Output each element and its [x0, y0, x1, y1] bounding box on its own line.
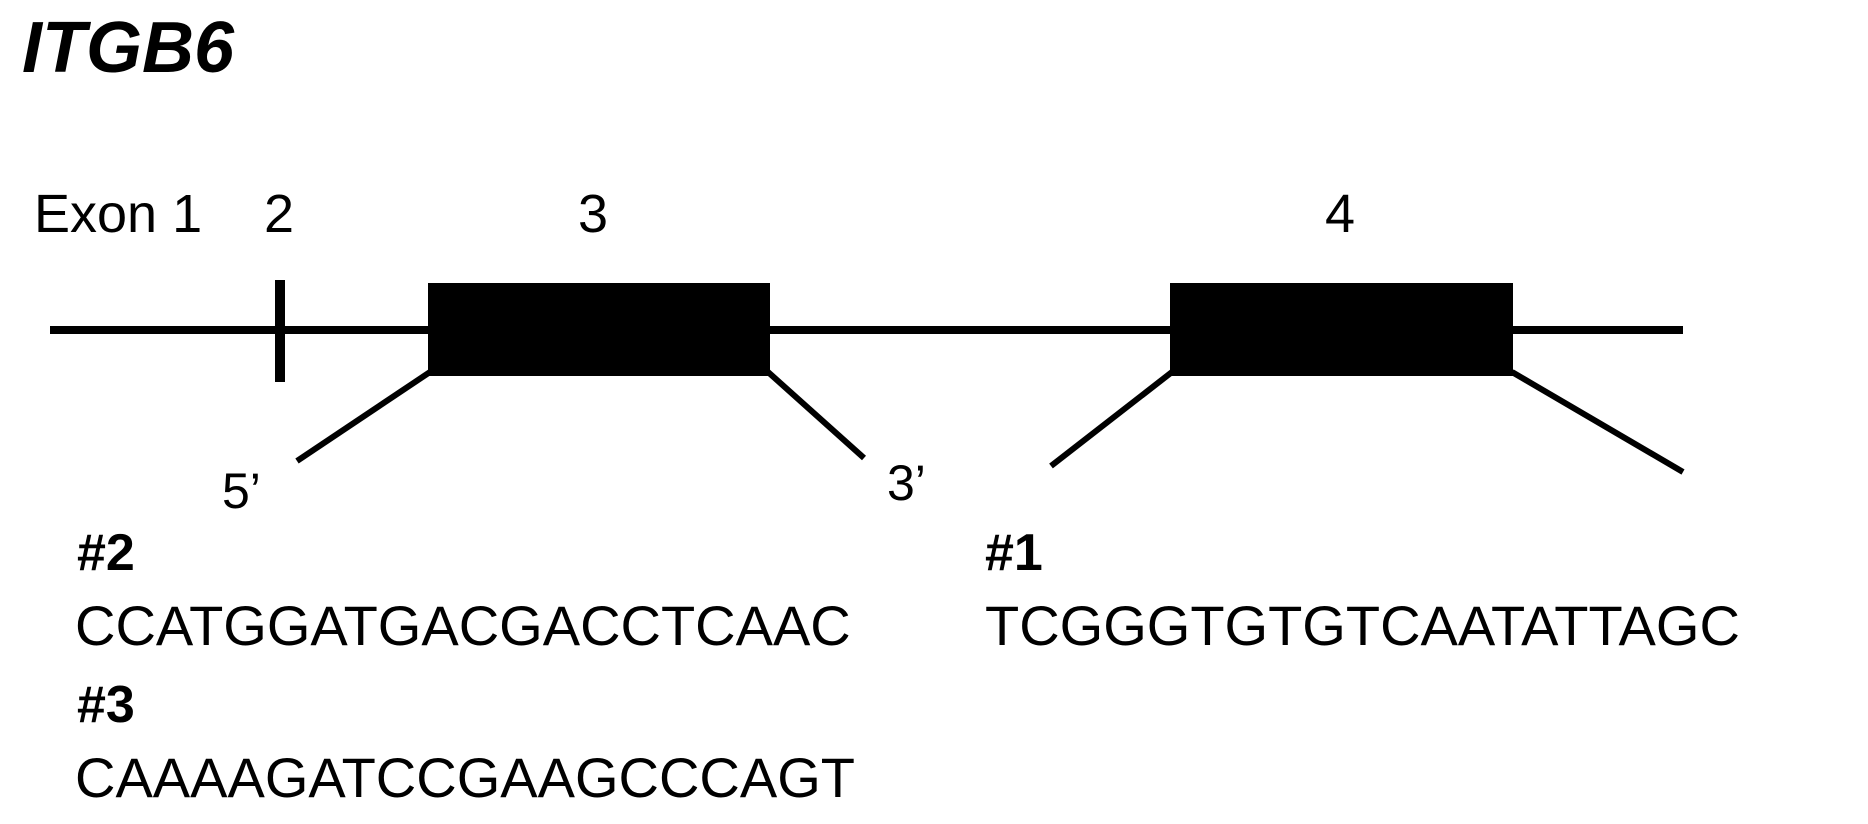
- exon-4-right-expansion-line: [1510, 369, 1685, 475]
- exon-3-box: [428, 283, 770, 376]
- guide-3-name: #3: [77, 676, 135, 734]
- guide-1-sequence: TCGGGTGTGTCAATATTAGC: [985, 594, 1740, 657]
- exon-3-right-expansion-line: [765, 369, 867, 461]
- three-prime-label: 3’: [887, 455, 926, 511]
- exon-2-label: 2: [264, 184, 294, 244]
- exon-3-left-expansion-line: [295, 369, 432, 464]
- exon-1-label: Exon 1: [34, 184, 202, 244]
- guide-2-sequence: CCATGGATGACGACCTCAAC: [75, 594, 851, 657]
- guide-1-name: #1: [985, 524, 1043, 582]
- exon-3-label: 3: [578, 184, 608, 244]
- five-prime-label: 5’: [222, 463, 261, 519]
- guide-3-sequence: CAAAAGATCCGAAGCCCAGT: [75, 746, 855, 809]
- exon-4-box: [1170, 283, 1513, 376]
- exon-4-left-expansion-line: [1049, 369, 1174, 469]
- exon-4-label: 4: [1325, 184, 1355, 244]
- guide-2-name: #2: [77, 524, 135, 582]
- gene-title: ITGB6: [22, 8, 235, 88]
